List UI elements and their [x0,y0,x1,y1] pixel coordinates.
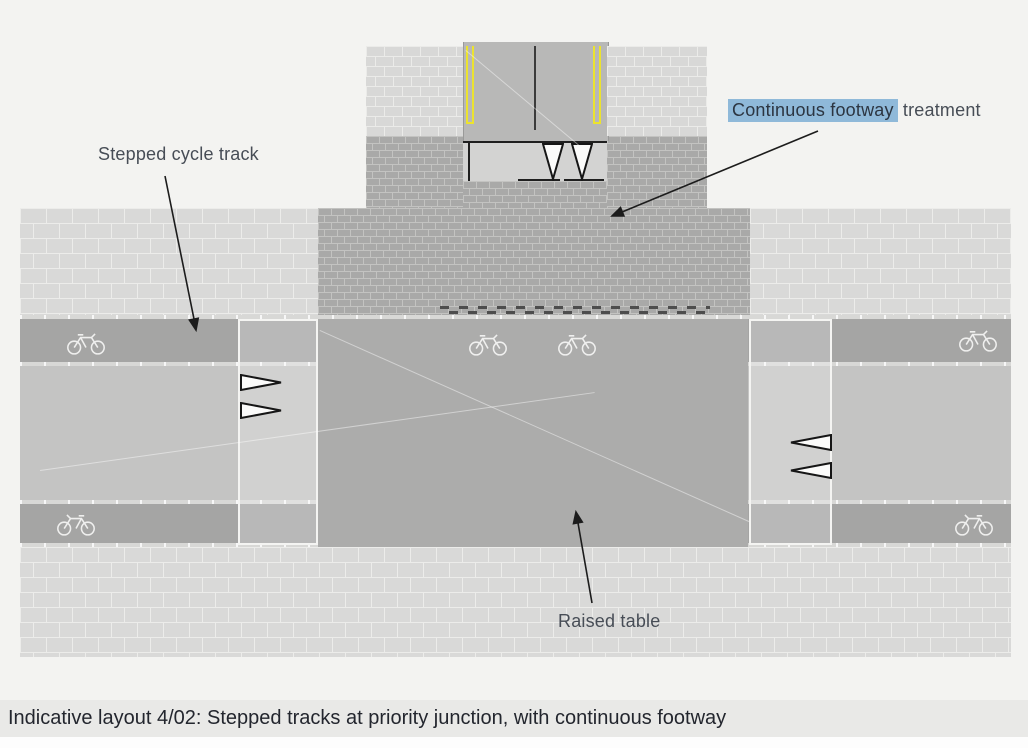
continuous-footway-highlighted-term: Continuous footway [728,99,898,122]
page-bottom-strip [0,737,1028,748]
continuous-footway-paving [318,208,750,318]
side-road-centre-line [534,46,536,130]
double-yellow-line [599,46,601,124]
kerb-line-top [20,315,1011,319]
give-way-triangle-icon [571,143,593,181]
footway-bottom [20,547,1011,657]
side-road-footway-left [366,46,463,136]
continuous-footway-label-suffix: treatment [897,100,981,120]
give-way-triangle-icon [240,374,282,391]
bicycle-symbol-icon [958,327,998,353]
double-yellow-line-end [466,122,474,124]
give-way-triangle-icon [240,402,282,419]
continuous-footway-paving-centre [463,181,607,208]
raised-table-surface [318,319,748,547]
footway-top-left [20,208,318,315]
figure-caption-bar: Indicative layout 4/02: Stepped tracks a… [0,700,1028,737]
double-yellow-line [593,46,595,124]
cycle-give-way-dashes [449,311,711,314]
continuous-footway-paving-right-wing [607,136,707,208]
give-way-stop-line [564,179,604,181]
bicycle-symbol-icon [468,331,508,357]
give-way-edge-line [468,143,470,181]
bicycle-symbol-icon [954,511,994,537]
figure-caption-text: Indicative layout 4/02: Stepped tracks a… [8,707,727,729]
raised-table-ramp-left [238,319,318,545]
double-yellow-line-end [593,122,601,124]
give-way-triangle-icon [542,143,564,181]
bicycle-symbol-icon [66,330,106,356]
bicycle-symbol-icon [56,511,96,537]
continuous-footway-paving-left-wing [366,136,463,208]
double-yellow-line [466,46,468,124]
raised-table-ramp-right [749,319,832,545]
give-way-stop-line [518,179,560,181]
double-yellow-line [472,46,474,124]
continuous-footway-label: Continuous footway treatment [728,99,981,122]
cycle-give-way-dashes [440,306,710,309]
give-way-triangle-icon [790,462,832,479]
raised-table-label: Raised table [558,611,661,631]
side-road-footway-right [607,46,707,136]
footway-top-right [750,208,1011,315]
give-way-triangle-icon [790,434,832,451]
bicycle-symbol-icon [557,331,597,357]
stepped-cycle-track-label: Stepped cycle track [98,144,259,164]
side-road-carriageway [463,42,609,141]
